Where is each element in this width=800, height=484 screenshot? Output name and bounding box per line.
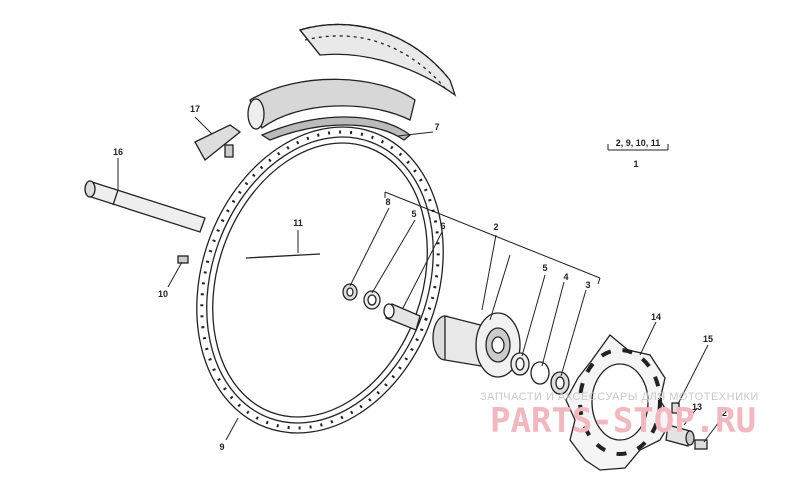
bearing-5-right xyxy=(510,352,530,376)
callout-16: 16 xyxy=(113,147,123,157)
callout-5-right: 5 xyxy=(542,263,547,273)
callout-14: 14 xyxy=(651,312,661,322)
disc-washer-15 xyxy=(671,402,680,414)
callout-5-left: 5 xyxy=(411,209,416,219)
spacer-6 xyxy=(383,303,421,331)
callout-15: 15 xyxy=(703,334,713,344)
tyre xyxy=(298,23,457,97)
callout-13: 13 xyxy=(692,402,702,412)
watermark-brand: PARTS-STOP.RU xyxy=(490,401,756,441)
spoke xyxy=(245,253,321,259)
callout-6: 6 xyxy=(440,221,445,231)
spoke-nipple xyxy=(177,255,189,264)
assembly-note: 2, 9, 10, 11 xyxy=(616,138,661,148)
callout-2: 2 xyxy=(493,222,498,232)
callout-1: 1 xyxy=(633,159,638,169)
callout-9: 9 xyxy=(219,442,224,452)
rim-tape xyxy=(260,116,412,141)
callout-12: 12 xyxy=(717,408,727,418)
callout-3: 3 xyxy=(585,280,590,290)
seal-3 xyxy=(550,371,570,395)
inner-tube xyxy=(247,78,416,130)
watermark-tagline: ЗАПЧАСТИ И АКСЕССУАРЫ ДЛЯ МОТОТЕХНИКИ xyxy=(480,391,759,403)
rim-lock xyxy=(194,124,242,161)
bearing-5-left xyxy=(363,290,381,310)
brake-disc xyxy=(565,334,673,471)
disc-bolt-12 xyxy=(694,439,708,450)
callout-10: 10 xyxy=(158,289,168,299)
circlip-4 xyxy=(530,361,550,385)
axle xyxy=(84,180,206,233)
disc-bolt-13 xyxy=(665,424,695,447)
callout-17: 17 xyxy=(190,104,200,114)
callout-8: 8 xyxy=(385,197,390,207)
callout-7: 7 xyxy=(434,122,439,132)
callout-11: 11 xyxy=(293,218,303,228)
seal-8 xyxy=(342,283,358,301)
callout-4: 4 xyxy=(563,272,568,282)
wheel-hub xyxy=(432,312,521,378)
